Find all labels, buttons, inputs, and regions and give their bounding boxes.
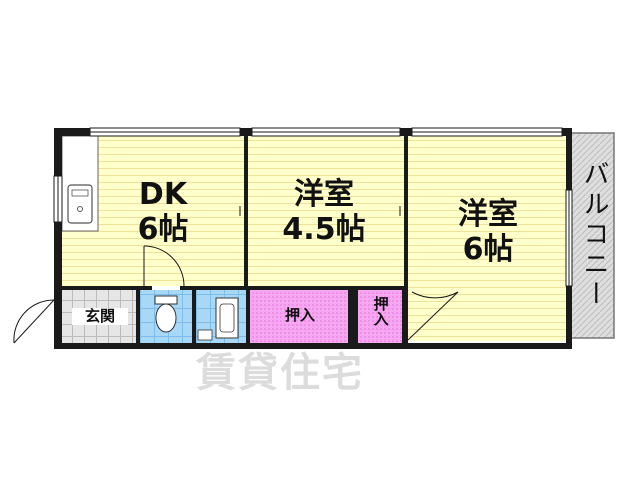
room2-label: 洋室 6帖 bbox=[428, 197, 548, 267]
toilet-icon bbox=[154, 295, 178, 333]
dk-size: 6帖 bbox=[137, 211, 189, 247]
room-western-1 bbox=[248, 136, 404, 286]
room2-size: 6帖 bbox=[462, 231, 514, 267]
balcony-label: バルコニー bbox=[579, 160, 609, 310]
doors bbox=[13, 140, 459, 344]
windows bbox=[53, 127, 573, 287]
closet2-text: 押入 bbox=[371, 296, 390, 326]
watermark-text: 賃貸住宅 bbox=[196, 350, 364, 396]
closet-2 bbox=[358, 290, 402, 343]
room1-size: 4.5帖 bbox=[282, 211, 366, 247]
closet-1 bbox=[250, 290, 348, 343]
closet2-label: 押入 bbox=[360, 296, 400, 326]
room-western-2 bbox=[408, 136, 566, 341]
wash-basin-icon bbox=[197, 297, 239, 341]
room1-name: 洋室 bbox=[294, 177, 354, 212]
balcony-area bbox=[569, 132, 615, 339]
room1-label: 洋室 4.5帖 bbox=[264, 177, 384, 247]
entrance-label: 玄関 bbox=[72, 307, 128, 326]
sink-icon bbox=[67, 184, 93, 224]
dk-name: DK bbox=[138, 177, 188, 212]
closet1-label: 押入 bbox=[284, 306, 315, 324]
room2-name: 洋室 bbox=[458, 197, 518, 232]
dk-label: DK 6帖 bbox=[118, 177, 208, 247]
